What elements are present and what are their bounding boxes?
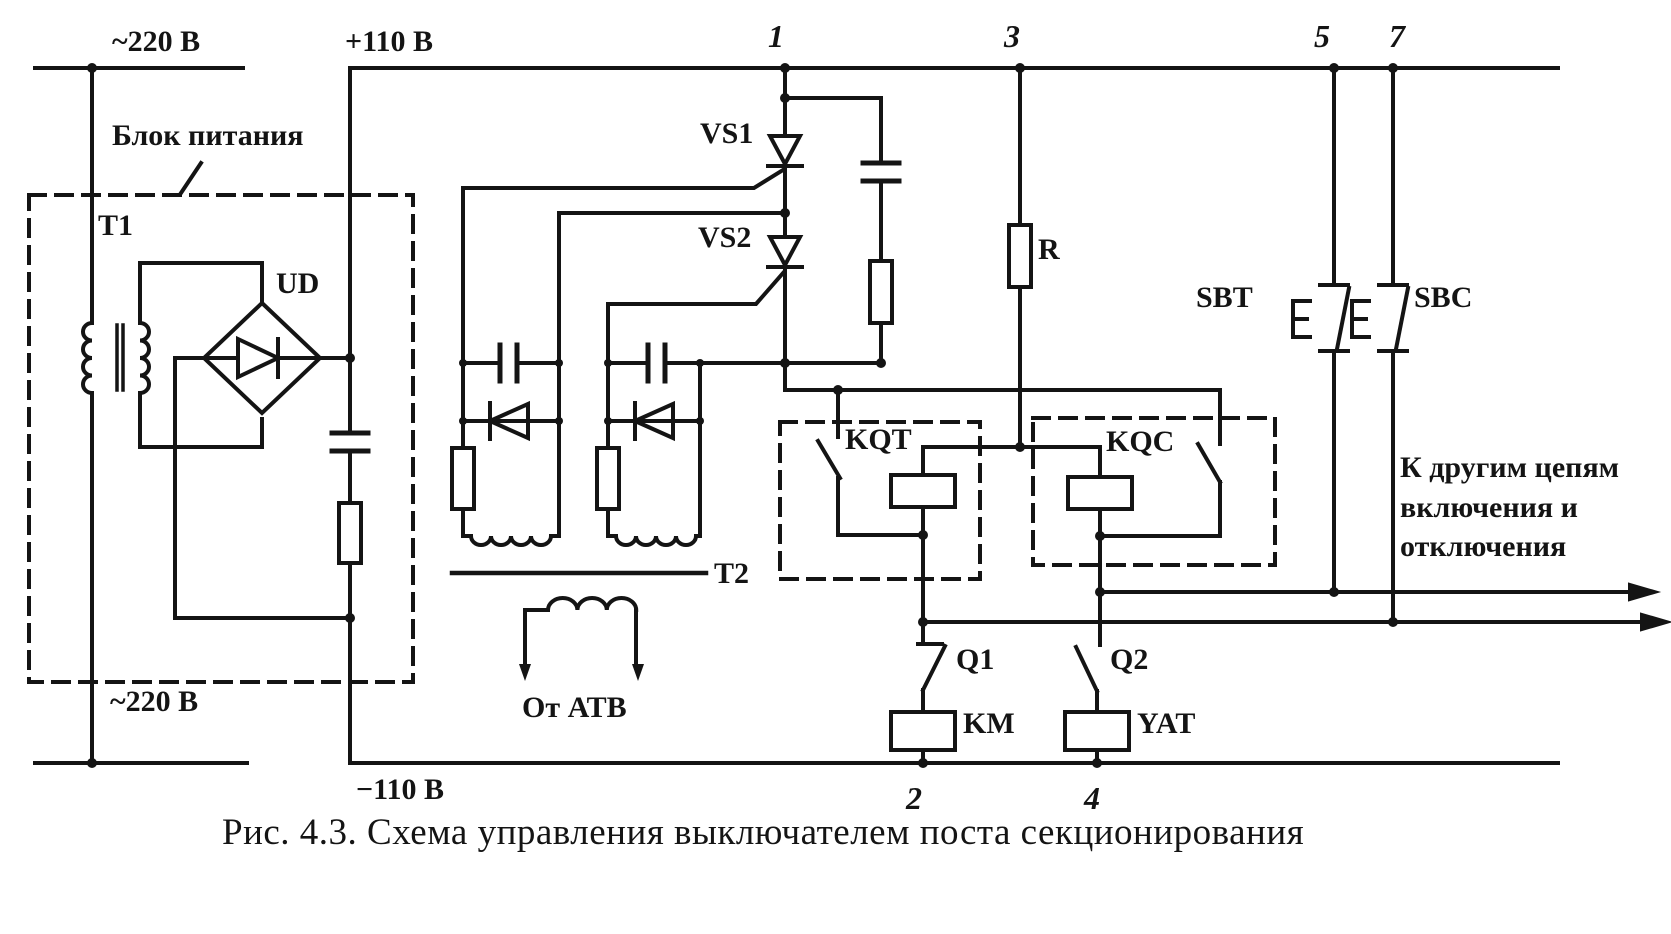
label-q2: Q2 (1110, 643, 1149, 676)
label-r: R (1038, 233, 1060, 266)
arrow-right-icon (1640, 612, 1671, 632)
label-vs2: VS2 (698, 221, 752, 254)
q1-km-branch (889, 642, 957, 765)
label-minus110: −110 В (356, 773, 444, 806)
label-power-block: Блок питания (112, 119, 304, 152)
filter-resistor-symbol (337, 501, 363, 565)
pulse-transformer-t2 (449, 570, 709, 670)
t2-primary-winding (523, 596, 639, 670)
label-t1: Т1 (98, 209, 134, 242)
km-coil-symbol (889, 710, 957, 752)
sbt-actuator-icon (1291, 299, 1312, 339)
label-sbc: SBC (1414, 281, 1473, 314)
t2-secondary-1-winding (461, 533, 561, 547)
closing-circuit-row (1098, 582, 1662, 602)
relay-kqt-box (778, 388, 982, 645)
to-other-line2: включения и (1400, 490, 1578, 524)
cell2-capacitor-symbol (645, 342, 668, 384)
figure-caption: Рис. 4.3. Схема управления выключателем … (222, 812, 1305, 853)
vs2-gate-wire (606, 269, 787, 306)
node-label-3: 3 (1004, 18, 1020, 54)
to-other-line3: отключения (1400, 530, 1567, 564)
label-t2: Т2 (714, 557, 750, 590)
kqt-coil-symbol (889, 473, 957, 509)
filter-capacitor-symbol (329, 430, 371, 454)
q2-contact-blade (1073, 644, 1100, 694)
resistor-r-branch (921, 66, 1102, 449)
node-label-5: 5 (1314, 18, 1330, 54)
power-supply-label-pointer (178, 160, 204, 196)
bridge-rectifier-symbol (173, 300, 352, 620)
label-q1: Q1 (956, 643, 995, 676)
node-label-1: 1 (768, 18, 784, 54)
sbt-blade (1334, 285, 1352, 352)
cell1-capacitor-symbol (497, 342, 520, 384)
gate-cell-2 (595, 302, 883, 547)
label-to-other-circuits: К другим цепям включения и отключения (1400, 448, 1619, 567)
yat-coil-symbol (1063, 710, 1131, 752)
to-other-line1: К другим цепям (1400, 451, 1620, 484)
tripping-circuit-row (920, 612, 1671, 632)
t2-secondary-2-winding (606, 533, 702, 547)
label-yat: YAT (1137, 707, 1196, 740)
kqc-coil-symbol (1066, 475, 1134, 511)
power-output-rail (329, 66, 371, 765)
label-km: KM (963, 707, 1015, 740)
arrow-right-icon (1628, 582, 1662, 602)
transformer-t1-symbol (81, 261, 264, 449)
kqc-contact-blade (1195, 441, 1223, 485)
resistor-r-symbol (1007, 223, 1033, 289)
button-sbc-branch (1350, 66, 1411, 624)
label-kqt: KQT (845, 423, 912, 456)
snubber-capacitor-symbol (860, 160, 902, 184)
q1-contact-blade (920, 643, 948, 693)
label-ac220-top: ~220 В (112, 25, 201, 58)
label-ud: UD (276, 267, 320, 300)
cell1-resistor-symbol (450, 446, 476, 511)
junction-dots (87, 63, 1398, 768)
label-kqc: KQC (1106, 425, 1175, 458)
label-sbt: SBT (1196, 281, 1253, 314)
sbc-actuator-icon (1350, 299, 1371, 339)
snubber-branch (783, 96, 902, 365)
cell1-diode-symbol (485, 400, 530, 442)
kqt-contact-blade (815, 438, 843, 481)
vs1-gate-wire (461, 167, 786, 190)
power-supply-box (27, 193, 415, 684)
cell2-diode-symbol (630, 400, 675, 442)
label-ac220-bottom: ~220 В (110, 685, 199, 718)
sbc-blade (1393, 285, 1411, 352)
atv-feed-arrows (519, 664, 644, 681)
label-from-atv: От АТВ (522, 691, 627, 724)
node-label-2: 2 (906, 780, 922, 816)
gate-cell-1 (450, 186, 561, 547)
node-label-4: 4 (1084, 780, 1100, 816)
label-vs1: VS1 (700, 117, 754, 150)
snubber-resistor-symbol (868, 259, 894, 325)
cell2-resistor-symbol (595, 446, 621, 511)
node-label-7: 7 (1389, 18, 1405, 54)
thyristor-vs2-symbol (766, 235, 804, 270)
q2-yat-branch (1063, 644, 1131, 765)
button-sbt-branch (1291, 66, 1352, 594)
label-plus110: +110 В (345, 25, 433, 58)
thyristor-vs1-symbol (766, 134, 804, 169)
